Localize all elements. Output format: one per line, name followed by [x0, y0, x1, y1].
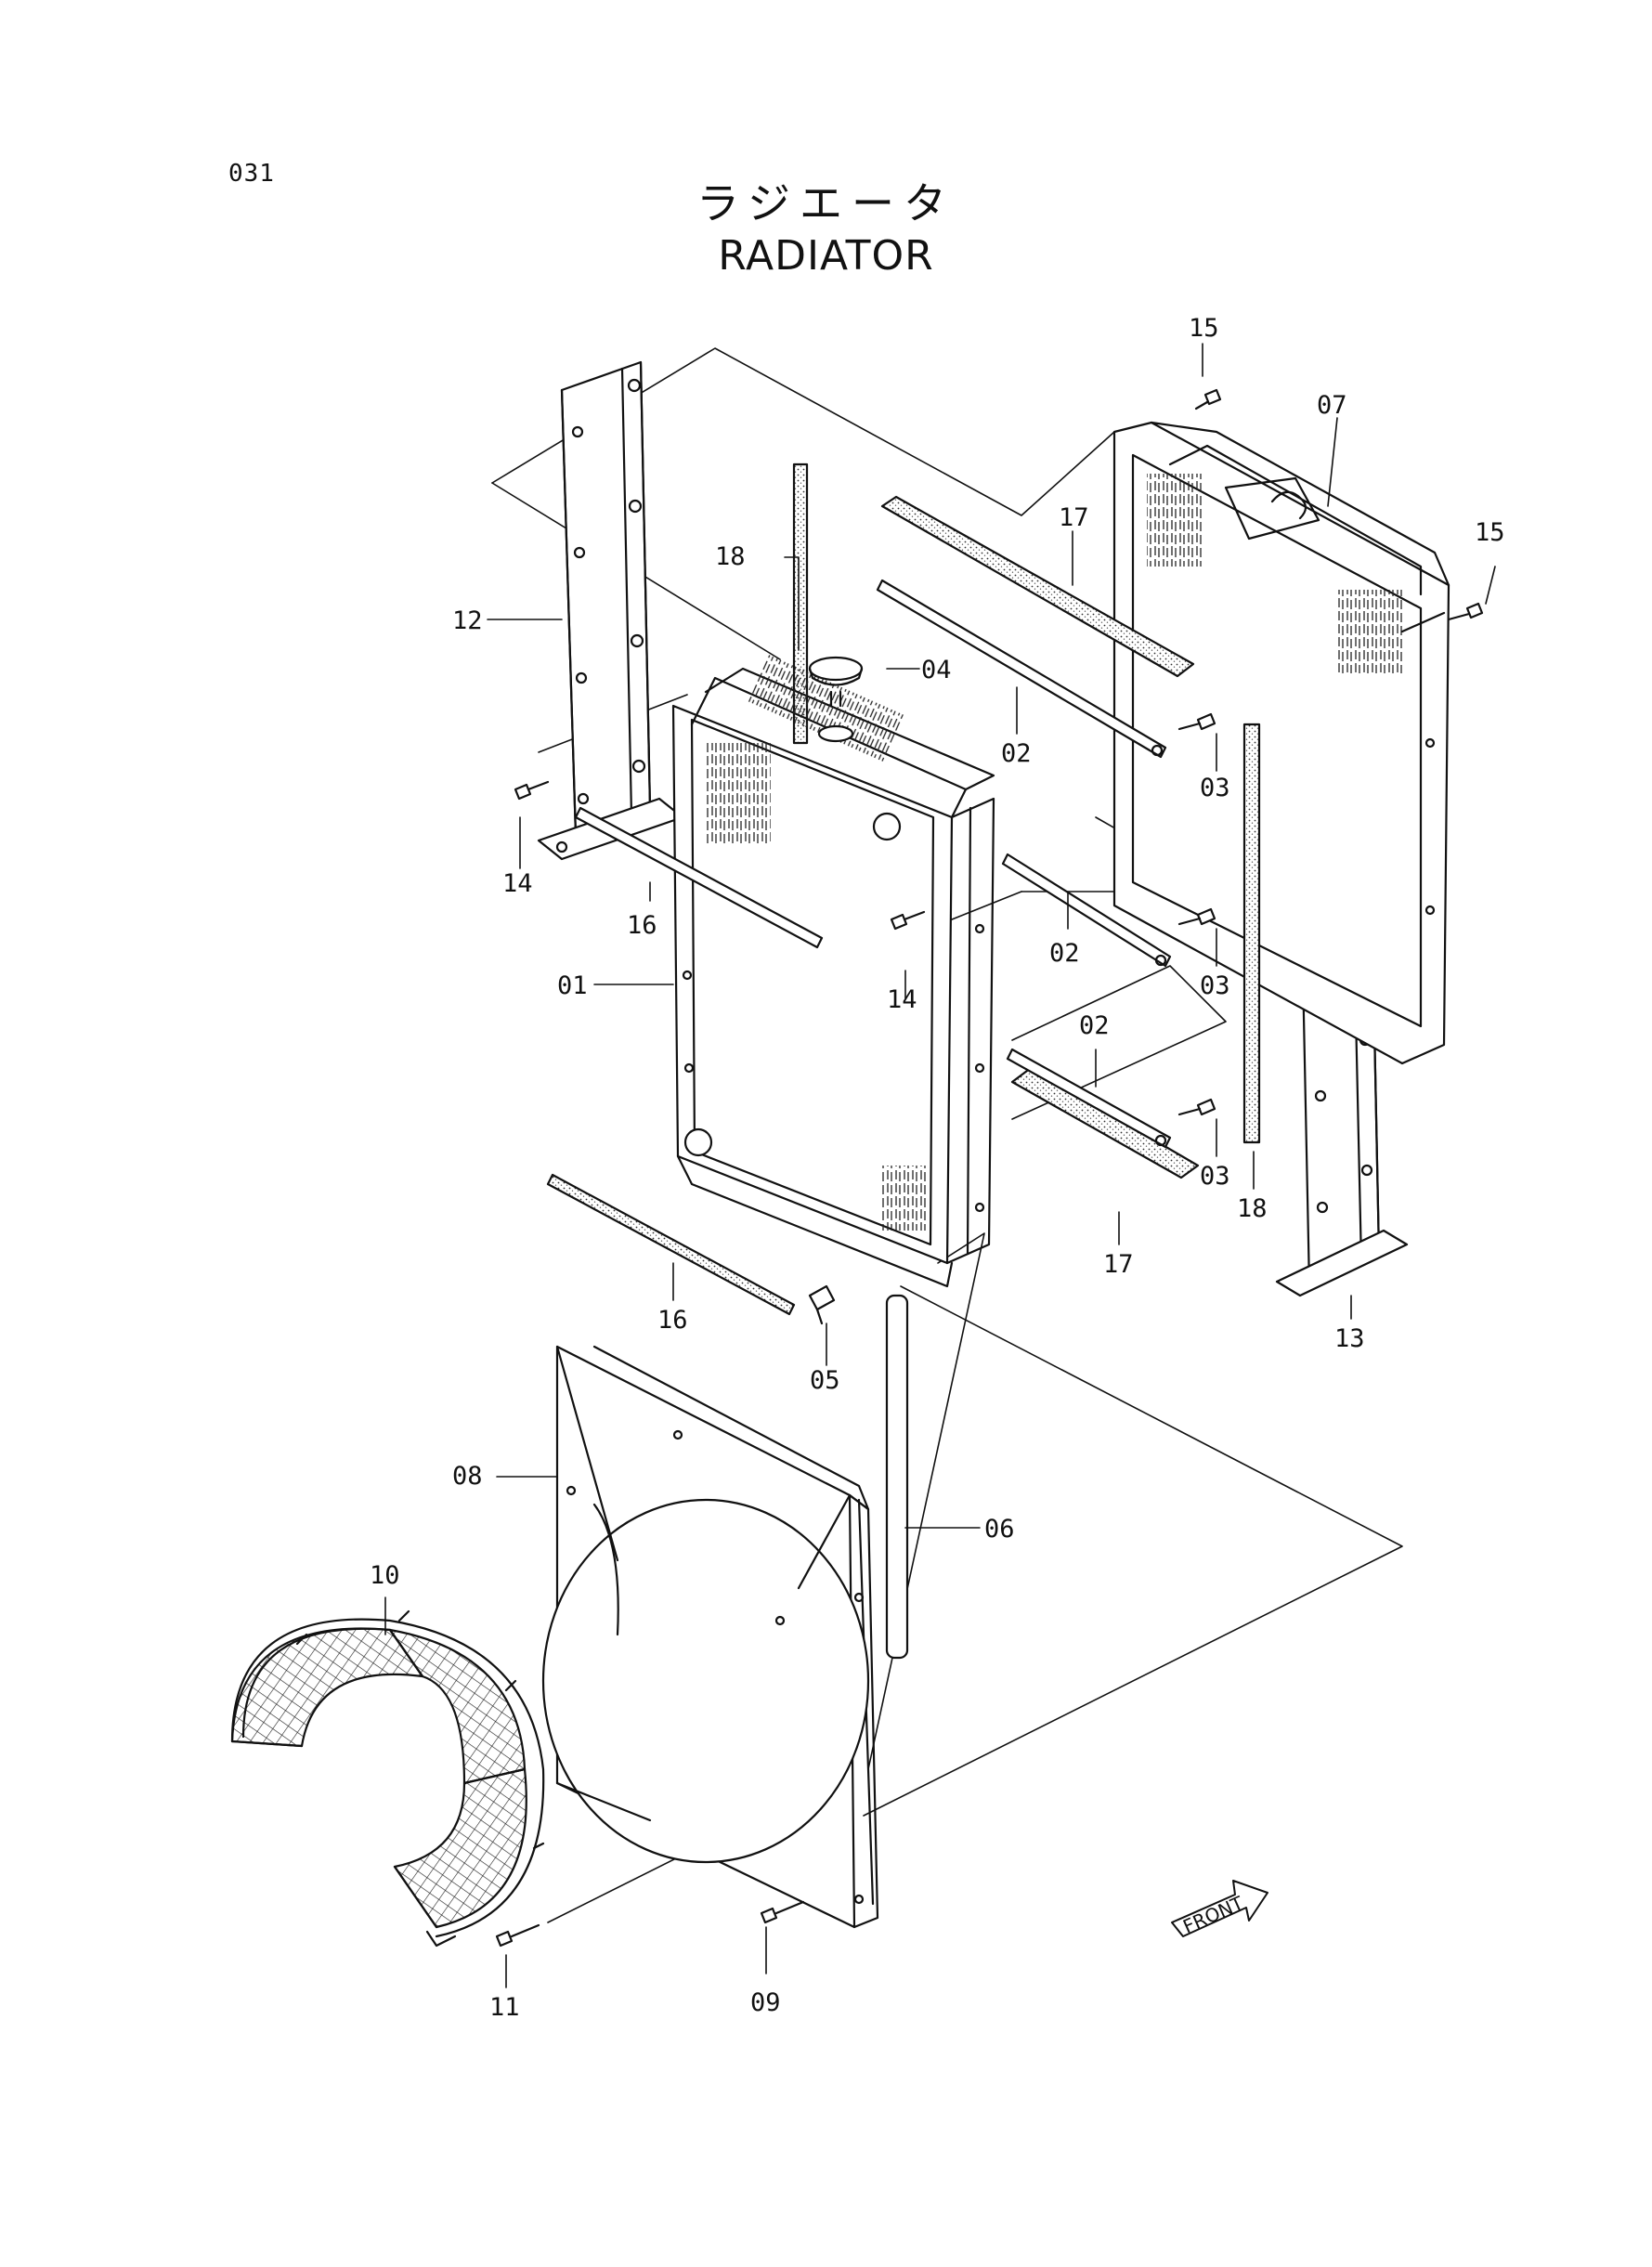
bolt-03	[1177, 712, 1216, 1116]
label-15: 15	[1189, 314, 1219, 343]
front-label: FRONT	[1179, 1892, 1247, 1938]
stay-02	[876, 579, 1172, 1149]
label-17: 17	[1059, 503, 1089, 532]
label-10: 10	[370, 1561, 400, 1590]
foam-strip-17	[880, 495, 1200, 1179]
label-06: 06	[984, 1515, 1015, 1544]
label-01: 01	[557, 971, 588, 1000]
drain-cock-05	[808, 1284, 836, 1325]
part-labels: 12 18 04 17 02 15 07 15 03 14 16 01 14 0…	[370, 314, 1505, 2022]
label-04: 04	[921, 656, 952, 684]
leader-lines	[384, 343, 1496, 1988]
bolt-11	[495, 1923, 540, 1948]
bolt-09	[760, 1900, 805, 1924]
rubber-strip-16	[546, 806, 824, 1316]
label-02: 02	[1049, 939, 1080, 968]
fan-guard-10	[230, 1609, 545, 1948]
title-japanese: ラジエータ	[696, 178, 956, 228]
bolt-15	[1194, 388, 1484, 621]
label-02: 02	[1001, 739, 1032, 768]
label-14: 14	[887, 985, 917, 1014]
label-03: 03	[1200, 1162, 1230, 1191]
hose-06	[885, 1294, 909, 1660]
label-03: 03	[1200, 971, 1230, 1000]
label-16: 16	[657, 1306, 688, 1335]
shroud-07	[1112, 421, 1450, 1065]
label-18: 18	[1237, 1194, 1268, 1223]
front-arrow	[1171, 1880, 1268, 1937]
label-03: 03	[1200, 774, 1230, 802]
label-12: 12	[452, 606, 483, 635]
label-02: 02	[1079, 1011, 1110, 1040]
bolt-14	[514, 780, 926, 931]
page-number: 031	[228, 160, 275, 188]
label-17: 17	[1103, 1250, 1134, 1279]
radiator-core-01	[671, 654, 995, 1288]
left-bracket-12	[537, 360, 684, 861]
label-14: 14	[502, 869, 533, 898]
label-07: 07	[1317, 391, 1347, 420]
label-13: 13	[1334, 1324, 1365, 1353]
label-09: 09	[750, 1988, 781, 2017]
label-16: 16	[627, 911, 657, 940]
label-11: 11	[489, 1993, 520, 2022]
label-08: 08	[452, 1462, 483, 1491]
title-english: RADIATOR	[718, 232, 934, 280]
fan-shroud-08	[541, 1345, 879, 1929]
radiator-cap-04	[808, 656, 864, 743]
label-05: 05	[810, 1366, 840, 1395]
label-18: 18	[715, 542, 746, 571]
label-15: 15	[1475, 518, 1505, 547]
